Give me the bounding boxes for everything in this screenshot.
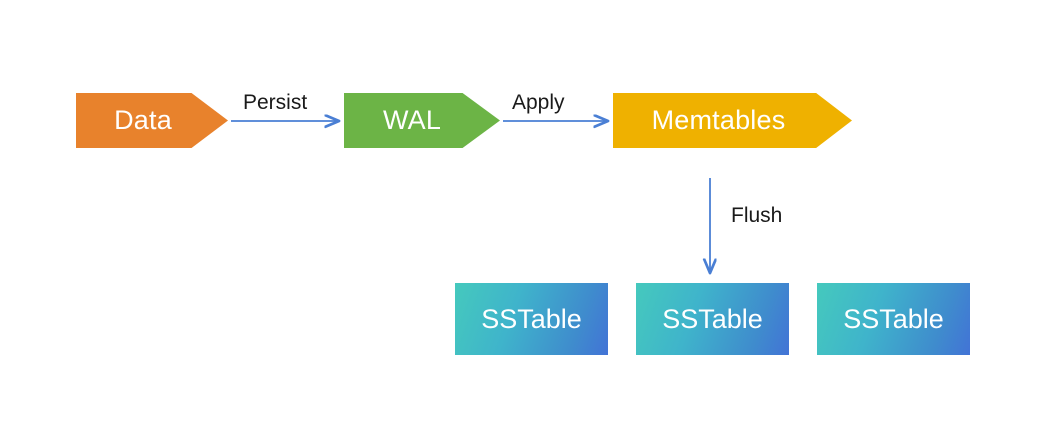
node-wal-label: WAL bbox=[382, 105, 442, 135]
node-memtables[interactable]: Memtables bbox=[613, 93, 852, 148]
edge-label-apply: Apply bbox=[512, 91, 565, 114]
node-sstable-1-label: SSTable bbox=[481, 303, 582, 334]
edge-label-flush: Flush bbox=[731, 204, 783, 227]
node-sstable-3[interactable]: SSTable bbox=[817, 283, 970, 355]
node-sstable-1[interactable]: SSTable bbox=[455, 283, 608, 355]
node-memtables-label: Memtables bbox=[651, 105, 786, 135]
node-sstable-3-label: SSTable bbox=[843, 303, 944, 334]
node-sstable-2[interactable]: SSTable bbox=[636, 283, 789, 355]
node-data-label: Data bbox=[114, 105, 172, 135]
node-data[interactable]: Data bbox=[76, 93, 228, 148]
edge-label-persist: Persist bbox=[243, 91, 308, 114]
node-sstable-2-label: SSTable bbox=[662, 303, 763, 334]
node-wal[interactable]: WAL bbox=[344, 93, 500, 148]
